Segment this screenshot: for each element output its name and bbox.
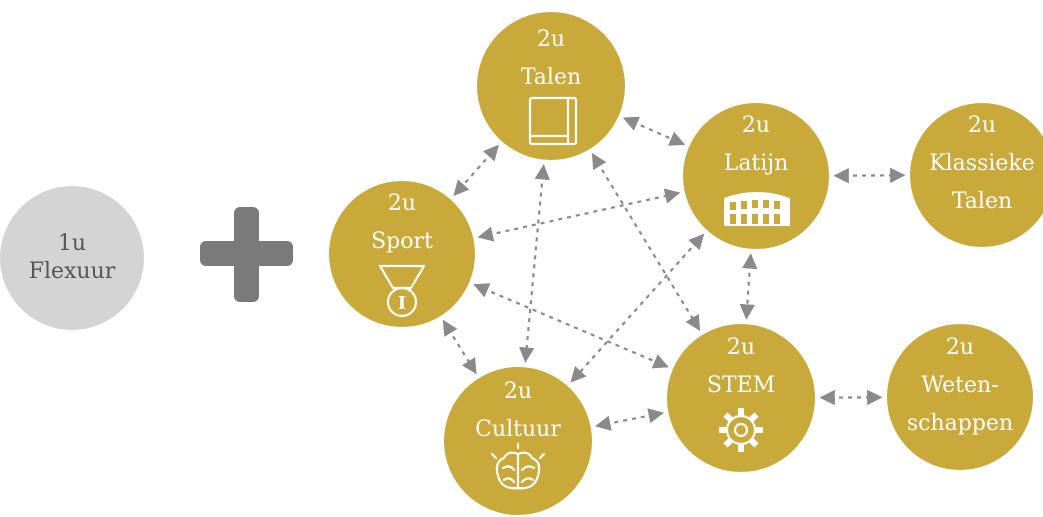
- sport-label: Sport: [371, 229, 433, 254]
- book-icon: [528, 96, 578, 146]
- wetenschappen-circle: [887, 324, 1033, 470]
- stem-label: STEM: [707, 373, 775, 398]
- connector-latijn-stem: [739, 253, 758, 320]
- flexuur-circle: [0, 186, 144, 330]
- cultuur-label: Cultuur: [475, 417, 561, 442]
- connector-sport-latijn: [477, 188, 681, 242]
- svg-text:I: I: [398, 293, 406, 314]
- connector-talen-cultuur: [519, 164, 550, 363]
- connector-stem-cultuur: [595, 408, 664, 431]
- node-stem: 2u STEM: [667, 324, 815, 472]
- stem-hours: 2u: [727, 335, 755, 360]
- node-wetenschappen: 2u Weten- schappen: [887, 324, 1033, 470]
- klassieke-talen-label-line1: Klassieke: [929, 151, 1035, 176]
- talen-circle: [477, 12, 625, 160]
- latijn-label: Latijn: [724, 151, 789, 176]
- flexuur-label: Flexuur: [29, 259, 116, 284]
- node-sport: 2u Sport I: [329, 181, 475, 327]
- cultuur-circle: [444, 367, 592, 515]
- connector-talen-sport: [453, 144, 499, 197]
- cultuur-hours: 2u: [504, 379, 532, 404]
- latijn-circle: [683, 103, 829, 249]
- connector-talen-latijn: [622, 116, 686, 146]
- wetenschappen-label-line2: schappen: [907, 411, 1013, 436]
- sport-circle: [329, 181, 475, 327]
- stem-circle: [667, 324, 815, 472]
- klassieke-talen-circle: [910, 103, 1043, 247]
- plus-icon: [200, 207, 293, 302]
- wetenschappen-label-line1: Weten-: [921, 373, 998, 398]
- node-klassieke-talen: 2u Klassieke Talen: [910, 103, 1043, 247]
- sport-hours: 2u: [388, 191, 416, 216]
- connector-sport-stem: [473, 283, 669, 369]
- gear-icon: [719, 408, 763, 452]
- connector-sport-cultuur: [442, 319, 477, 375]
- node-cultuur: 2u Cultuur: [444, 367, 592, 515]
- medal-icon: I: [378, 264, 426, 318]
- talen-label: Talen: [521, 65, 581, 90]
- flexuur-hours: 1u: [58, 231, 86, 256]
- colosseum-icon: [724, 192, 790, 226]
- connector-latijn-cultuur: [570, 233, 705, 383]
- brain-icon: [490, 442, 546, 490]
- klassieke-talen-label-line2: Talen: [952, 189, 1012, 214]
- latijn-hours: 2u: [742, 113, 770, 138]
- node-latijn: 2u Latijn: [683, 103, 829, 249]
- wetenschappen-hours: 2u: [946, 335, 974, 360]
- plus-vertical-bar: [234, 207, 259, 302]
- klassieke-talen-hours: 2u: [968, 113, 996, 138]
- talen-hours: 2u: [537, 27, 565, 52]
- connector-layer: [442, 116, 906, 431]
- node-talen: 2u Talen: [477, 12, 625, 160]
- flexuur-node: 1u Flexuur: [0, 186, 144, 330]
